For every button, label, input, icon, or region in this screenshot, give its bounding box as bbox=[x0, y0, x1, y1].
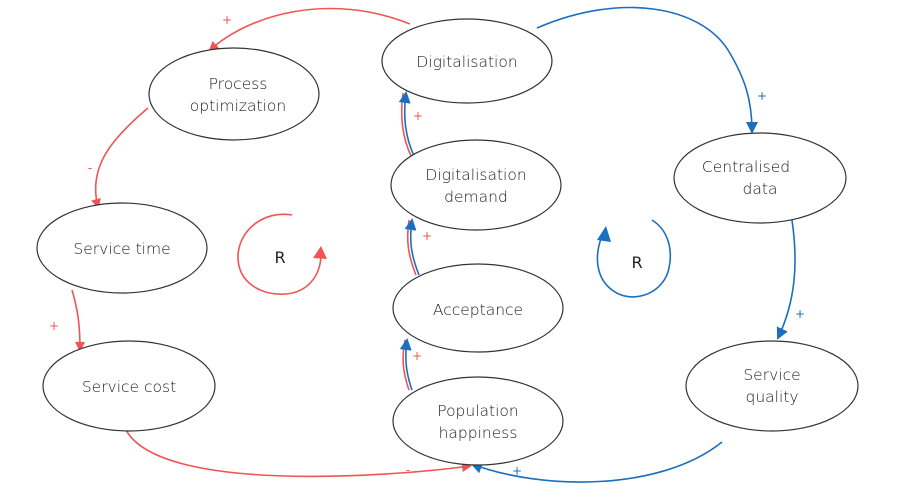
node-service-cost: Service cost bbox=[42, 340, 216, 432]
node-process-optimization: Process optimization bbox=[148, 47, 320, 141]
node-label-line: Service time bbox=[73, 240, 170, 258]
polarity-demand-to-digitalisation: + bbox=[413, 109, 423, 123]
node-label-line: Digitalisation bbox=[425, 166, 526, 184]
node-label-line: Service bbox=[743, 366, 800, 384]
polarity-service-time-to-cost: + bbox=[49, 319, 59, 333]
edge-happiness-to-acceptance bbox=[399, 338, 413, 391]
node-population-happiness: Population happiness bbox=[392, 376, 564, 466]
node-label-line: quality bbox=[745, 388, 798, 406]
polarity-process-to-service-time: - bbox=[88, 161, 92, 175]
polarity-digitalisation-to-centralised: + bbox=[757, 89, 767, 103]
reinforcing-loop-red: R bbox=[237, 213, 327, 295]
node-service-quality: Service quality bbox=[685, 340, 859, 432]
node-label-line: happiness bbox=[439, 424, 518, 442]
node-digitalisation-demand: Digitalisation demand bbox=[390, 139, 562, 231]
loop-arrowhead-blue-icon bbox=[597, 226, 611, 242]
polarity-digitalisation-to-process: + bbox=[222, 13, 232, 27]
node-label-line: data bbox=[743, 180, 778, 198]
loop-label-blue: R bbox=[631, 253, 642, 272]
edge-service-time-to-service-cost bbox=[71, 289, 85, 352]
node-label-line: demand bbox=[444, 188, 508, 206]
node-label-line: Process bbox=[209, 75, 268, 93]
reinforcing-loop-blue: R bbox=[596, 219, 672, 298]
edge-demand-to-digitalisation bbox=[398, 91, 415, 157]
edge-digitalisation-to-centralised-data bbox=[536, 6, 758, 134]
polarity-cost-to-happiness: - bbox=[406, 463, 410, 477]
edge-centralised-to-service-quality bbox=[776, 219, 796, 340]
node-centralised-data: Centralised data bbox=[673, 132, 847, 224]
node-label-line: Digitalisation bbox=[416, 53, 517, 71]
node-label-line: optimization bbox=[190, 97, 286, 115]
loop-label-red: R bbox=[274, 248, 285, 267]
node-service-time: Service time bbox=[36, 202, 208, 294]
loop-arrowhead-red-icon bbox=[313, 246, 327, 259]
node-label-line: Centralised bbox=[702, 158, 790, 176]
polarity-quality-to-happiness: + bbox=[512, 464, 522, 478]
node-label-line: Acceptance bbox=[433, 301, 523, 319]
edge-service-quality-to-happiness bbox=[470, 441, 723, 483]
edge-service-cost-to-happiness bbox=[125, 429, 472, 478]
edge-digitalisation-to-process-optimization bbox=[208, 7, 411, 52]
node-label-line: Population bbox=[437, 402, 518, 420]
node-digitalisation: Digitalisation bbox=[381, 18, 553, 104]
polarity-acceptance-to-demand: + bbox=[422, 229, 432, 243]
node-label-line: Service cost bbox=[82, 378, 176, 396]
edge-acceptance-to-demand bbox=[404, 218, 420, 276]
polarity-happiness-to-acceptance: + bbox=[412, 349, 422, 363]
node-acceptance: Acceptance bbox=[392, 263, 564, 353]
edge-process-to-service-time bbox=[91, 107, 149, 209]
polarity-centralised-to-quality: + bbox=[795, 307, 805, 321]
